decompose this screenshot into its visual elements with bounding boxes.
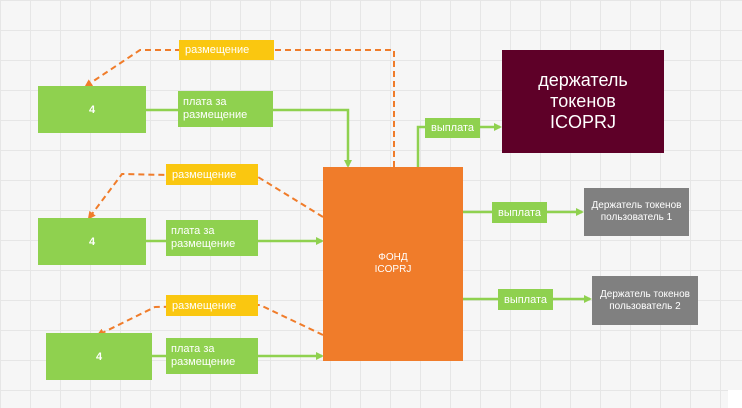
placement-label-1: размещение	[179, 40, 274, 60]
holder-node-2: Держатель токенов пользователь 2	[592, 276, 698, 325]
payout-label-2: выплата	[498, 289, 553, 310]
canvas-corner	[728, 390, 742, 408]
fee-label-2: плата за размещение	[166, 220, 258, 256]
payout-label-1: выплата	[492, 202, 547, 223]
source-node-2: 4	[38, 218, 146, 265]
fee-label-3: плата за размещение	[166, 338, 258, 374]
source-node-3: 4	[46, 333, 152, 380]
holder-node-1: Держатель токенов пользователь 1	[584, 188, 689, 236]
payout-label-top: выплата	[425, 118, 480, 138]
placement-label-2: размещение	[166, 164, 258, 185]
fund-node: ФОНД ICOPRJ	[323, 167, 463, 361]
icoprj-holder-node: держатель токенов ICOPRJ	[502, 50, 664, 153]
source-node-1: 4	[38, 86, 146, 133]
placement-label-3: размещение	[166, 295, 258, 316]
fee-label-1: плата за размещение	[178, 91, 273, 127]
